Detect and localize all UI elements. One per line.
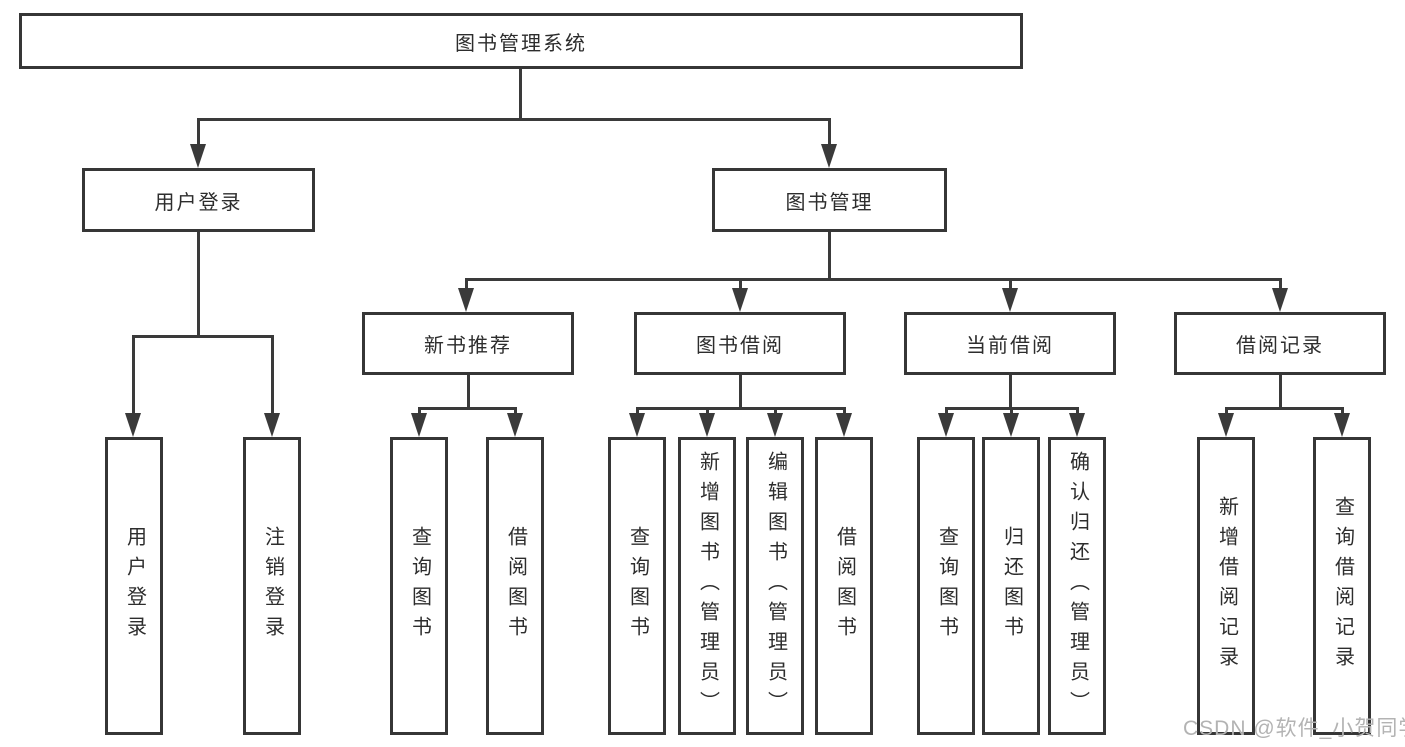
leaf-query-borrow-record: 查询借阅记录 [1313, 437, 1371, 735]
leaf-borrow-books-2-label: 借阅图书 [833, 526, 856, 646]
leaf-confirm-return-admin-label: 确认归还（管理员） [1066, 451, 1089, 721]
node-book-mgmt: 图书管理 [712, 168, 947, 232]
arrowhead-leaf [938, 413, 954, 437]
node-user-login-label: 用户登录 [154, 191, 243, 214]
leaf-logout: 注销登录 [243, 437, 301, 735]
node-current-borrow-label: 当前借阅 [966, 335, 1054, 357]
node-new-books: 新书推荐 [362, 312, 574, 375]
arrowhead-leaf [1003, 413, 1019, 437]
arrowhead-leaf [1334, 413, 1350, 437]
arrowhead-login-leaf [125, 413, 141, 437]
connector-level3-rail [465, 278, 1282, 281]
connector-book-mgmt-stem [828, 232, 831, 281]
arrowhead-borrow-records [1272, 288, 1288, 312]
connector-login-leaf-drop [132, 335, 135, 415]
leaf-add-books-admin: 新增图书（管理员） [678, 437, 736, 735]
node-current-borrow: 当前借阅 [904, 312, 1116, 375]
leaf-user-login: 用户登录 [105, 437, 163, 735]
connector-logout-leaf-drop [271, 335, 274, 415]
connector-book-mgmt-drop [828, 118, 831, 148]
arrowhead-current-borrow [1002, 288, 1018, 312]
connector-current-borrow-drop [1009, 278, 1012, 294]
connector-borrow-records-rail [1225, 407, 1344, 410]
leaf-return-books: 归还图书 [982, 437, 1040, 735]
connector-book-borrow-drop [739, 278, 742, 294]
leaf-borrow-books-1-label: 借阅图书 [504, 526, 527, 646]
arrowhead-book-mgmt [821, 144, 837, 168]
leaf-edit-books-admin-label: 编辑图书（管理员） [764, 451, 787, 721]
node-root: 图书管理系统 [19, 13, 1023, 69]
leaf-borrow-books-1: 借阅图书 [486, 437, 544, 735]
arrowhead-leaf [507, 413, 523, 437]
connector-user-login-stem [197, 232, 200, 338]
arrowhead-leaf [767, 413, 783, 437]
arrowhead-book-borrow [732, 288, 748, 312]
connector-level2-rail [197, 118, 831, 121]
leaf-edit-books-admin: 编辑图书（管理员） [746, 437, 804, 735]
watermark: CSDN @软件_小贺同学 [1183, 717, 1405, 740]
node-book-borrow-label: 图书借阅 [696, 335, 784, 357]
node-book-borrow: 图书借阅 [634, 312, 846, 375]
leaf-query-books-3-label: 查询图书 [935, 526, 958, 646]
leaf-query-books-1-label: 查询图书 [408, 526, 431, 646]
leaf-query-books-3: 查询图书 [917, 437, 975, 735]
leaf-user-login-label: 用户登录 [123, 526, 146, 646]
leaf-return-books-label: 归还图书 [1000, 526, 1023, 646]
arrowhead-leaf [411, 413, 427, 437]
leaf-borrow-books-2: 借阅图书 [815, 437, 873, 735]
connector-user-login-drop [197, 118, 200, 148]
connector-current-borrow-stem [1009, 375, 1012, 410]
leaf-add-books-admin-label: 新增图书（管理员） [696, 451, 719, 721]
node-borrow-records-label: 借阅记录 [1236, 335, 1324, 357]
connector-book-borrow-rail [636, 407, 846, 410]
arrowhead-leaf [629, 413, 645, 437]
connector-new-books-rail [418, 407, 517, 410]
leaf-query-borrow-record-label: 查询借阅记录 [1331, 496, 1354, 676]
arrowhead-leaf [1069, 413, 1085, 437]
node-new-books-label: 新书推荐 [424, 335, 512, 357]
arrowhead-leaf [1218, 413, 1234, 437]
node-user-login: 用户登录 [82, 168, 315, 232]
leaf-add-borrow-record-label: 新增借阅记录 [1215, 496, 1238, 676]
leaf-logout-label: 注销登录 [261, 526, 284, 646]
leaf-query-books-2-label: 查询图书 [626, 526, 649, 646]
node-book-mgmt-label: 图书管理 [785, 191, 874, 214]
connector-user-login-rail [132, 335, 274, 338]
connector-borrow-records-stem [1279, 375, 1282, 410]
arrowhead-leaf [836, 413, 852, 437]
leaf-add-borrow-record: 新增借阅记录 [1197, 437, 1255, 735]
arrowhead-user-login [190, 144, 206, 168]
arrowhead-leaf [699, 413, 715, 437]
node-root-label: 图书管理系统 [455, 32, 587, 55]
node-borrow-records: 借阅记录 [1174, 312, 1386, 375]
arrowhead-logout-leaf [264, 413, 280, 437]
leaf-query-books-1: 查询图书 [390, 437, 448, 735]
connector-new-books-stem [467, 375, 470, 410]
arrowhead-new-books [458, 288, 474, 312]
leaf-query-books-2: 查询图书 [608, 437, 666, 735]
leaf-confirm-return-admin: 确认归还（管理员） [1048, 437, 1106, 735]
connector-root-stem [519, 69, 522, 121]
connector-borrow-records-drop [1279, 278, 1282, 294]
connector-new-books-drop [465, 278, 468, 294]
connector-book-borrow-stem [739, 375, 742, 410]
